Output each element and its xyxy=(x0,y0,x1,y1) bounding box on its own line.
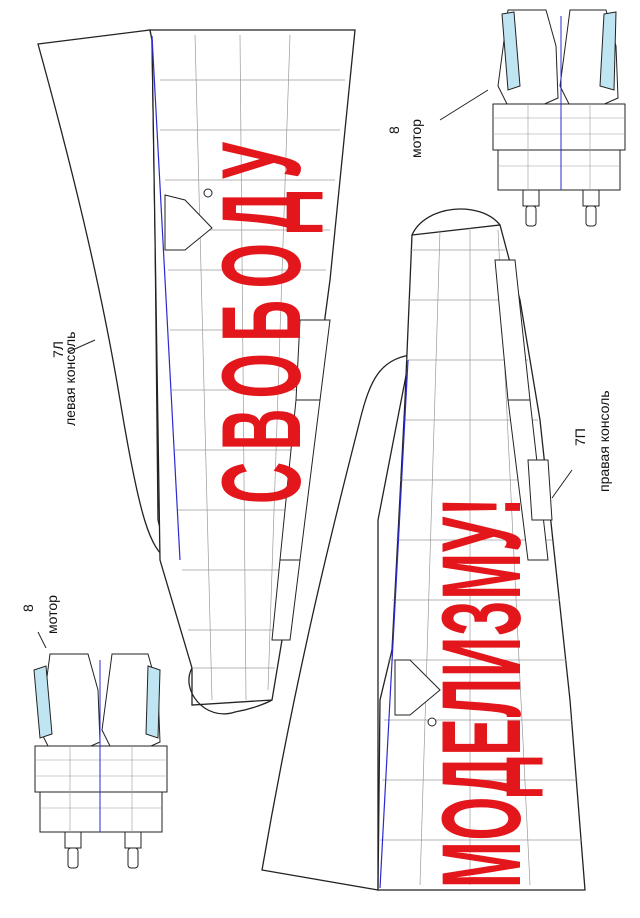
left-wing-flap xyxy=(271,319,331,641)
motor-top-leader xyxy=(439,89,489,121)
stamp-top-text: СВОБОДУ xyxy=(199,131,324,505)
stamp-bottom-text: МОДЕЛИЗМУ! xyxy=(419,496,544,888)
left-wing-leader xyxy=(67,339,96,353)
motor-bottom xyxy=(33,653,168,869)
right-wing-name-label: правая консоль xyxy=(596,390,612,492)
right-wing-number-label: 7П xyxy=(572,428,588,446)
right-wing-nacelle-mount xyxy=(394,659,441,727)
left-wing-spar-line xyxy=(151,35,181,561)
motor-top xyxy=(492,9,626,227)
left-wing-name-label: левая консоль xyxy=(62,331,78,426)
left-wing-nacelle-mount xyxy=(164,188,213,251)
right-wing-flap xyxy=(494,259,553,561)
motor-top-name-label: мотор xyxy=(408,119,424,158)
motor-top-number-label: 8 xyxy=(386,126,402,134)
motor-bottom-name-label: мотор xyxy=(44,595,60,634)
left-wing-console xyxy=(37,29,356,715)
left-wing-panels xyxy=(160,34,345,701)
motor-bottom-number-label: 8 xyxy=(20,604,36,612)
motor-bottom-leader xyxy=(37,631,47,649)
right-wing-leader xyxy=(551,469,573,499)
right-wing-spar-line xyxy=(379,359,409,889)
